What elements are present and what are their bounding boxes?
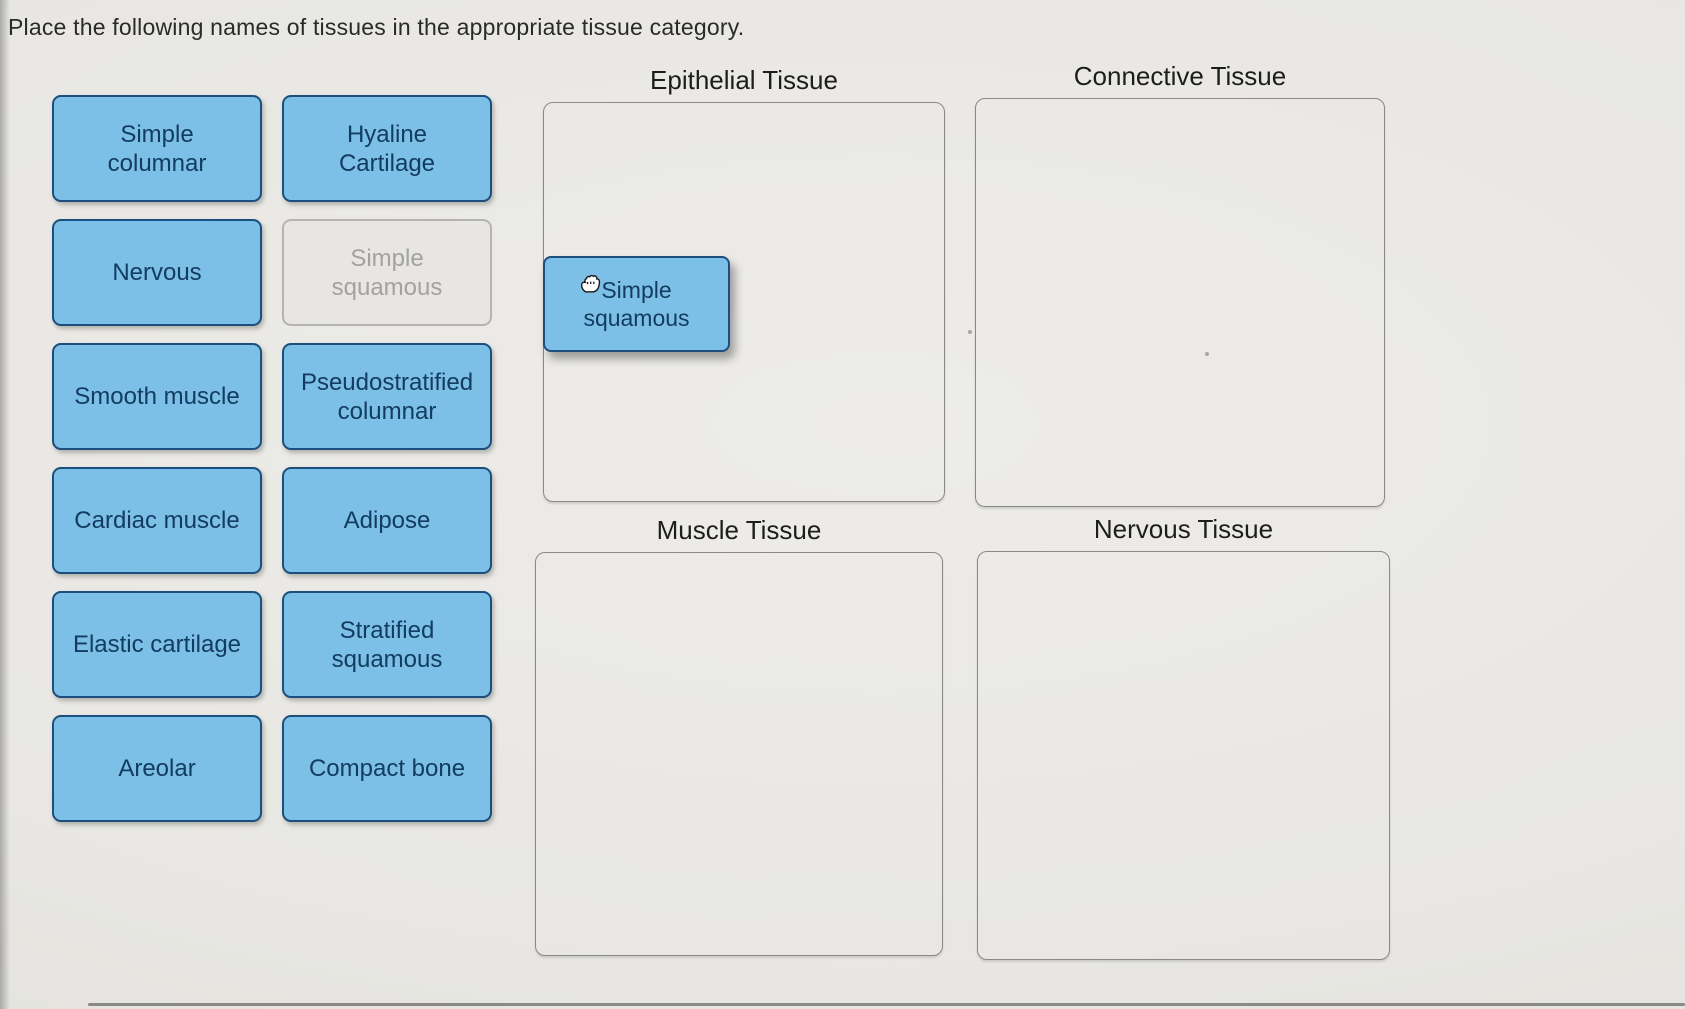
nervous-tissue-dropzone[interactable] [977, 551, 1390, 960]
tissue-chip-compact-bone[interactable]: Compact bone [282, 715, 492, 822]
category-connective-tissue: Connective Tissue [975, 60, 1385, 507]
tissue-chip-simple-squamous: Simple squamous [282, 219, 492, 326]
nervous-tissue-heading: Nervous Tissue [1093, 514, 1274, 544]
dust-speck [1205, 352, 1209, 356]
activity-instructions: Place the following names of tissues in … [8, 14, 745, 40]
tissue-chip-smooth-muscle[interactable]: Smooth muscle [52, 343, 262, 450]
tissue-chip-cardiac-muscle[interactable]: Cardiac muscle [52, 467, 262, 574]
grabbing-hand-cursor [580, 274, 601, 293]
dust-speck [968, 330, 972, 334]
muscle-tissue-heading: Muscle Tissue [656, 515, 822, 545]
tissue-chip-pseudostratified-columnar[interactable]: Pseudostratified columnar [282, 343, 492, 450]
screen-bottom-edge [88, 1003, 1685, 1006]
tissue-chip-nervous[interactable]: Nervous [52, 219, 262, 326]
tissue-chip-simple-columnar[interactable]: Simple columnar [52, 95, 262, 202]
muscle-tissue-dropzone[interactable] [535, 552, 943, 956]
tissue-chip-hyaline-cartilage[interactable]: Hyaline Cartilage [282, 95, 492, 202]
dragged-chip-simple-squamous[interactable]: Simple squamous [543, 256, 730, 352]
tissue-chip-areolar[interactable]: Areolar [52, 715, 262, 822]
connective-tissue-dropzone[interactable] [975, 98, 1385, 507]
screen-left-edge [0, 0, 10, 1009]
tissue-chip-stratified-squamous[interactable]: Stratified squamous [282, 591, 492, 698]
category-nervous-tissue: Nervous Tissue [977, 513, 1390, 960]
epithelial-tissue-heading: Epithelial Tissue [650, 65, 838, 95]
tissue-chip-adipose[interactable]: Adipose [282, 467, 492, 574]
category-muscle-tissue: Muscle Tissue [535, 514, 943, 956]
tissue-chip-elastic-cartilage[interactable]: Elastic cartilage [52, 591, 262, 698]
connective-tissue-heading: Connective Tissue [1073, 61, 1287, 91]
